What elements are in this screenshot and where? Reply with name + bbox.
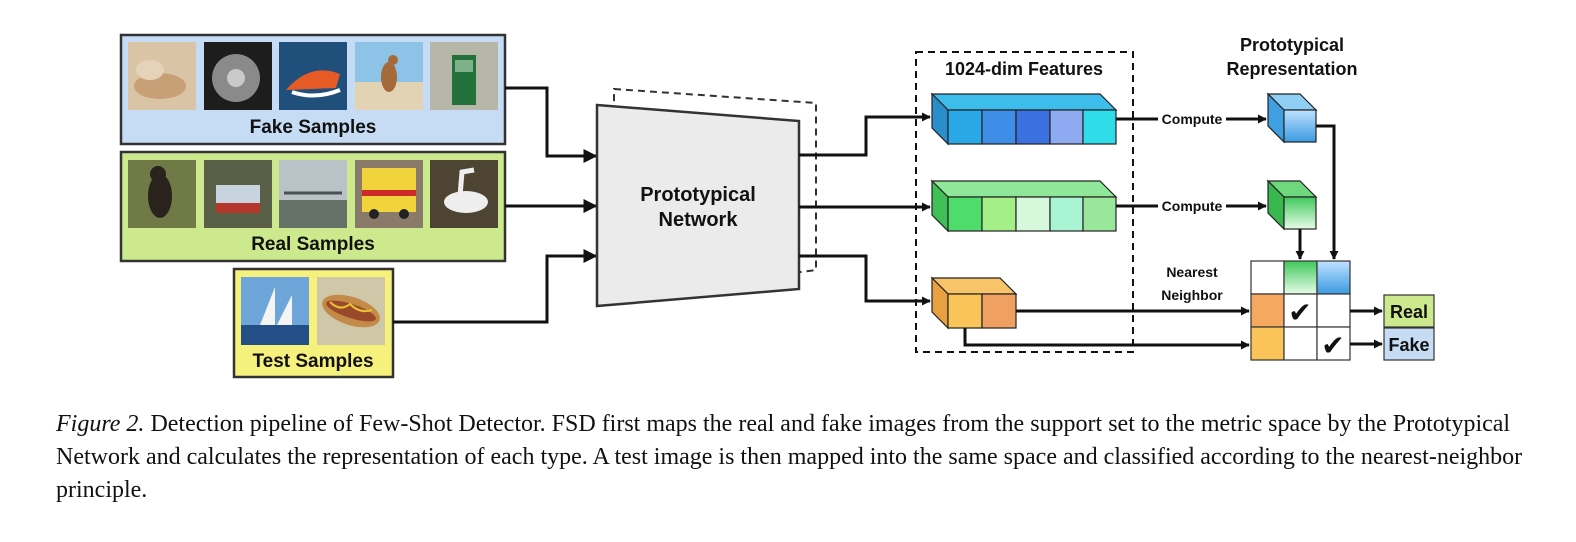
fake-samples-label: Fake Samples <box>250 117 377 138</box>
prototype-to-grid-arrows <box>1295 124 1339 260</box>
test-thumb-hotdog <box>317 277 385 345</box>
output-arrows <box>1350 306 1383 349</box>
real-thumb-train <box>204 160 272 228</box>
caption-text: Detection pipeline of Few-Shot Detector.… <box>56 411 1523 503</box>
fake-thumb-speedboat <box>279 42 347 110</box>
real-samples-label: Real Samples <box>251 234 375 255</box>
real-samples-group: Real Samples <box>119 150 507 263</box>
fake-feature-vector <box>930 92 1118 146</box>
nearest-neighbor-label-line2: Neighbor <box>1161 287 1223 303</box>
test-to-grid-arrows <box>963 306 1250 350</box>
fake-thumb-dog <box>128 42 196 110</box>
real-output: Real <box>1383 294 1435 328</box>
fake-output: Fake <box>1383 327 1435 361</box>
test-feature-vector <box>930 276 1018 330</box>
compute-arrows <box>1116 114 1267 211</box>
test-samples-label: Test Samples <box>252 351 373 372</box>
real-feature-vector <box>930 179 1118 233</box>
figure-caption: Figure 2. Detection pipeline of Few-Shot… <box>56 408 1526 507</box>
real-prototype-cube <box>1266 179 1318 231</box>
network-output-arrows <box>799 112 931 306</box>
real-output-label: Real <box>1390 302 1428 322</box>
pipeline-diagram: Fake Samples Real S <box>119 33 1435 379</box>
test-samples-group: Test Samples <box>232 267 395 379</box>
test-thumb-sailboat <box>241 277 309 345</box>
prototype-title-line2: Representation <box>1226 59 1357 79</box>
compute-label-2: Compute <box>1162 198 1223 214</box>
real-thumb-ambulance <box>355 160 423 228</box>
features-title: 1024-dim Features <box>945 59 1103 79</box>
real-thumb-bridge <box>279 160 347 228</box>
nearest-neighbor-label-line1: Nearest <box>1166 264 1218 280</box>
real-thumb-pelican <box>430 160 498 228</box>
input-arrows <box>393 86 598 324</box>
network-label-line2: Network <box>659 209 739 231</box>
check-mark-fake: ✔ <box>1321 329 1344 362</box>
fake-prototype-cube <box>1266 92 1318 144</box>
compute-label-1: Compute <box>1162 111 1223 127</box>
fake-thumb-phone-booth <box>430 42 498 110</box>
prototypical-network: Prototypical Network <box>595 87 817 308</box>
prototype-title-line1: Prototypical <box>1240 35 1344 55</box>
network-label-line1: Prototypical <box>640 184 756 206</box>
fake-thumb-hard-drive <box>204 42 272 110</box>
check-mark-real: ✔ <box>1288 296 1311 329</box>
fake-samples-group: Fake Samples <box>119 33 507 146</box>
real-thumb-dog <box>128 160 196 228</box>
feature-space: 1024-dim Features <box>915 51 1134 353</box>
fake-output-label: Fake <box>1388 335 1429 355</box>
figure-number: Figure 2. <box>56 411 145 437</box>
comparison-grid <box>1250 260 1351 361</box>
fake-thumb-kangaroo <box>355 42 423 110</box>
